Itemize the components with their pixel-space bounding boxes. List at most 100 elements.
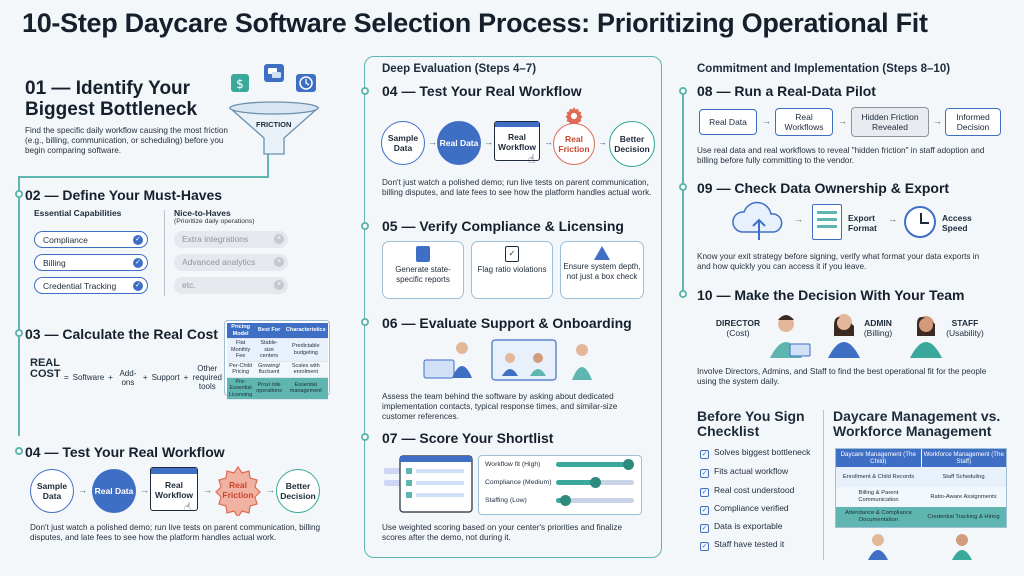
pilot-step: Real Workflows: [775, 108, 833, 136]
flow-step: Better Decision: [276, 469, 320, 513]
cursor-icon: ☝: [184, 500, 192, 514]
staff-avatar: [908, 310, 944, 365]
step-06-desc: Assess the team behind the software by a…: [382, 392, 618, 421]
step-01-title: 01 — Identify Your Biggest Bottleneck: [25, 78, 198, 120]
checkbox-icon: ✓: [700, 450, 709, 459]
timeline-line: [18, 178, 20, 436]
score-slider: [556, 459, 634, 470]
shortlist-illustration: [382, 454, 474, 514]
checkbox-icon: ✓: [700, 488, 709, 497]
check-icon: ✓: [133, 258, 143, 268]
nice-to-have-item: etc.×: [174, 277, 288, 294]
compliance-card: ✓ Flag ratio violations: [471, 241, 553, 299]
funnel-icon: $: [228, 62, 320, 158]
checkbox-icon: ✓: [700, 506, 709, 515]
page-title: 10-Step Daycare Software Selection Proce…: [22, 8, 928, 38]
middle-column-heading: Deep Evaluation (Steps 4–7): [382, 63, 537, 75]
must-have-item: Credential Tracking✓: [34, 277, 148, 294]
checkbox-icon: ✓: [700, 469, 709, 478]
nice-to-have-heading: Nice-to-Haves: [174, 208, 231, 218]
access-speed-label: Access Speed: [942, 213, 972, 233]
timeline-dot: [15, 447, 23, 455]
checklist-item[interactable]: ✓Staff have tested it: [700, 539, 785, 551]
export-format-label: Export Format: [848, 213, 877, 233]
timeline-dot: [15, 190, 23, 198]
step-07-title: 07 — Score Your Shortlist: [382, 430, 554, 446]
support-team-illustration: [420, 336, 630, 382]
score-slider: [556, 477, 634, 488]
step-08-title: 08 — Run a Real-Data Pilot: [697, 83, 876, 99]
pilot-step: Real Data: [699, 109, 757, 135]
role-label: ADMIN(Billing): [863, 318, 893, 338]
staff-member-avatar: [950, 532, 974, 565]
step-05-title: 05 — Verify Compliance & Licensing: [382, 218, 624, 234]
clock-icon: [904, 206, 936, 238]
flow-step: Better Decision: [609, 121, 655, 167]
checklist-item[interactable]: ✓Fits actual workflow: [700, 466, 789, 478]
pilot-step: Hidden Friction Revealed: [851, 107, 929, 137]
role-label: DIRECTOR(Cost): [715, 318, 761, 338]
checklist-item[interactable]: ✓Data is exportable: [700, 521, 783, 533]
flow-step: Sample Data: [30, 469, 74, 513]
score-slider: [556, 495, 634, 506]
middle-panel: [364, 56, 662, 558]
check-icon: ✓: [133, 281, 143, 291]
flow-step: Real Friction: [222, 480, 254, 500]
cloud-upload-icon: [730, 200, 788, 242]
cursor-icon: ☝: [528, 152, 536, 166]
compliance-card: Generate state-specific reports: [382, 241, 464, 299]
role-label: STAFF(Usability): [946, 318, 984, 338]
right-column-heading: Commitment and Implementation (Steps 8–1…: [697, 63, 951, 75]
nice-to-have-subheading: (Prioritize daily operations): [174, 218, 255, 225]
admin-avatar: [826, 308, 862, 365]
x-icon: ×: [274, 257, 284, 267]
nice-to-have-item: Advanced analytics×: [174, 254, 288, 271]
nice-to-have-item: Extra integrations×: [174, 231, 288, 248]
step-09-title: 09 — Check Data Ownership & Export: [697, 180, 950, 196]
compare-title: Daycare Management vs.Workforce Manageme…: [833, 408, 1001, 439]
score-label: Staffing (Low): [485, 497, 527, 504]
compare-table: Daycare Management (The Child) Workforce…: [835, 448, 1007, 528]
step-10-desc: Involve Directors, Admins, and Staff to …: [697, 367, 987, 386]
x-icon: ×: [274, 234, 284, 244]
check-icon: ✓: [133, 235, 143, 245]
flow-step: Real Data: [92, 469, 136, 513]
child-avatar: [866, 532, 890, 565]
checklist-item[interactable]: ✓Solves biggest bottleneck: [700, 447, 811, 459]
step-09-desc: Know your exit strategy before signing, …: [697, 252, 980, 271]
must-have-item: Compliance✓: [34, 231, 148, 248]
flow-step: Real Data: [437, 121, 481, 165]
step-04-desc: Don't just watch a polished demo; run li…: [382, 178, 652, 197]
step-06-title: 06 — Evaluate Support & Onboarding: [382, 315, 632, 331]
step-07-desc: Use weighted scoring based on your cente…: [382, 523, 623, 542]
workflow-window: Real Workflow: [494, 121, 540, 161]
step-01-desc: Find the specific daily workflow causing…: [25, 126, 228, 155]
step-04-desc: Don't just watch a polished demo; run li…: [30, 523, 321, 542]
step-04-title: 04 — Test Your Real Workflow: [382, 83, 582, 99]
checklist-item[interactable]: ✓Compliance verified: [700, 503, 789, 515]
must-have-item: Billing✓: [34, 254, 148, 271]
x-icon: ×: [274, 280, 284, 290]
divider: [823, 410, 824, 560]
score-label: Compliance (Medium): [485, 479, 552, 486]
step-02-title: 02 — Define Your Must-Haves: [25, 187, 223, 203]
svg-text:$: $: [236, 77, 244, 91]
workflow-window: Real Workflow: [150, 467, 198, 511]
timeline-dot: [15, 329, 23, 337]
flow-step: Sample Data: [381, 121, 425, 165]
divider: [164, 210, 165, 296]
cost-equation: = Software+ Add-ons+ Support+ Other requ…: [64, 364, 222, 391]
document-icon: [416, 246, 430, 262]
step-03-title: 03 — Calculate the Real Cost: [25, 326, 218, 342]
checkbox-icon: ✓: [700, 542, 709, 551]
pilot-step: Informed Decision: [945, 108, 1001, 136]
checkbox-icon: ✓: [700, 524, 709, 533]
warning-icon: [594, 246, 610, 260]
compliance-card: Ensure system depth, not just a box chec…: [560, 241, 644, 299]
step-04-title: 04 — Test Your Real Workflow: [25, 444, 225, 460]
funnel-label: FRICTION: [256, 120, 292, 129]
checklist-item[interactable]: ✓Real cost understood: [700, 485, 795, 497]
clipboard-icon: ✓: [505, 246, 519, 262]
